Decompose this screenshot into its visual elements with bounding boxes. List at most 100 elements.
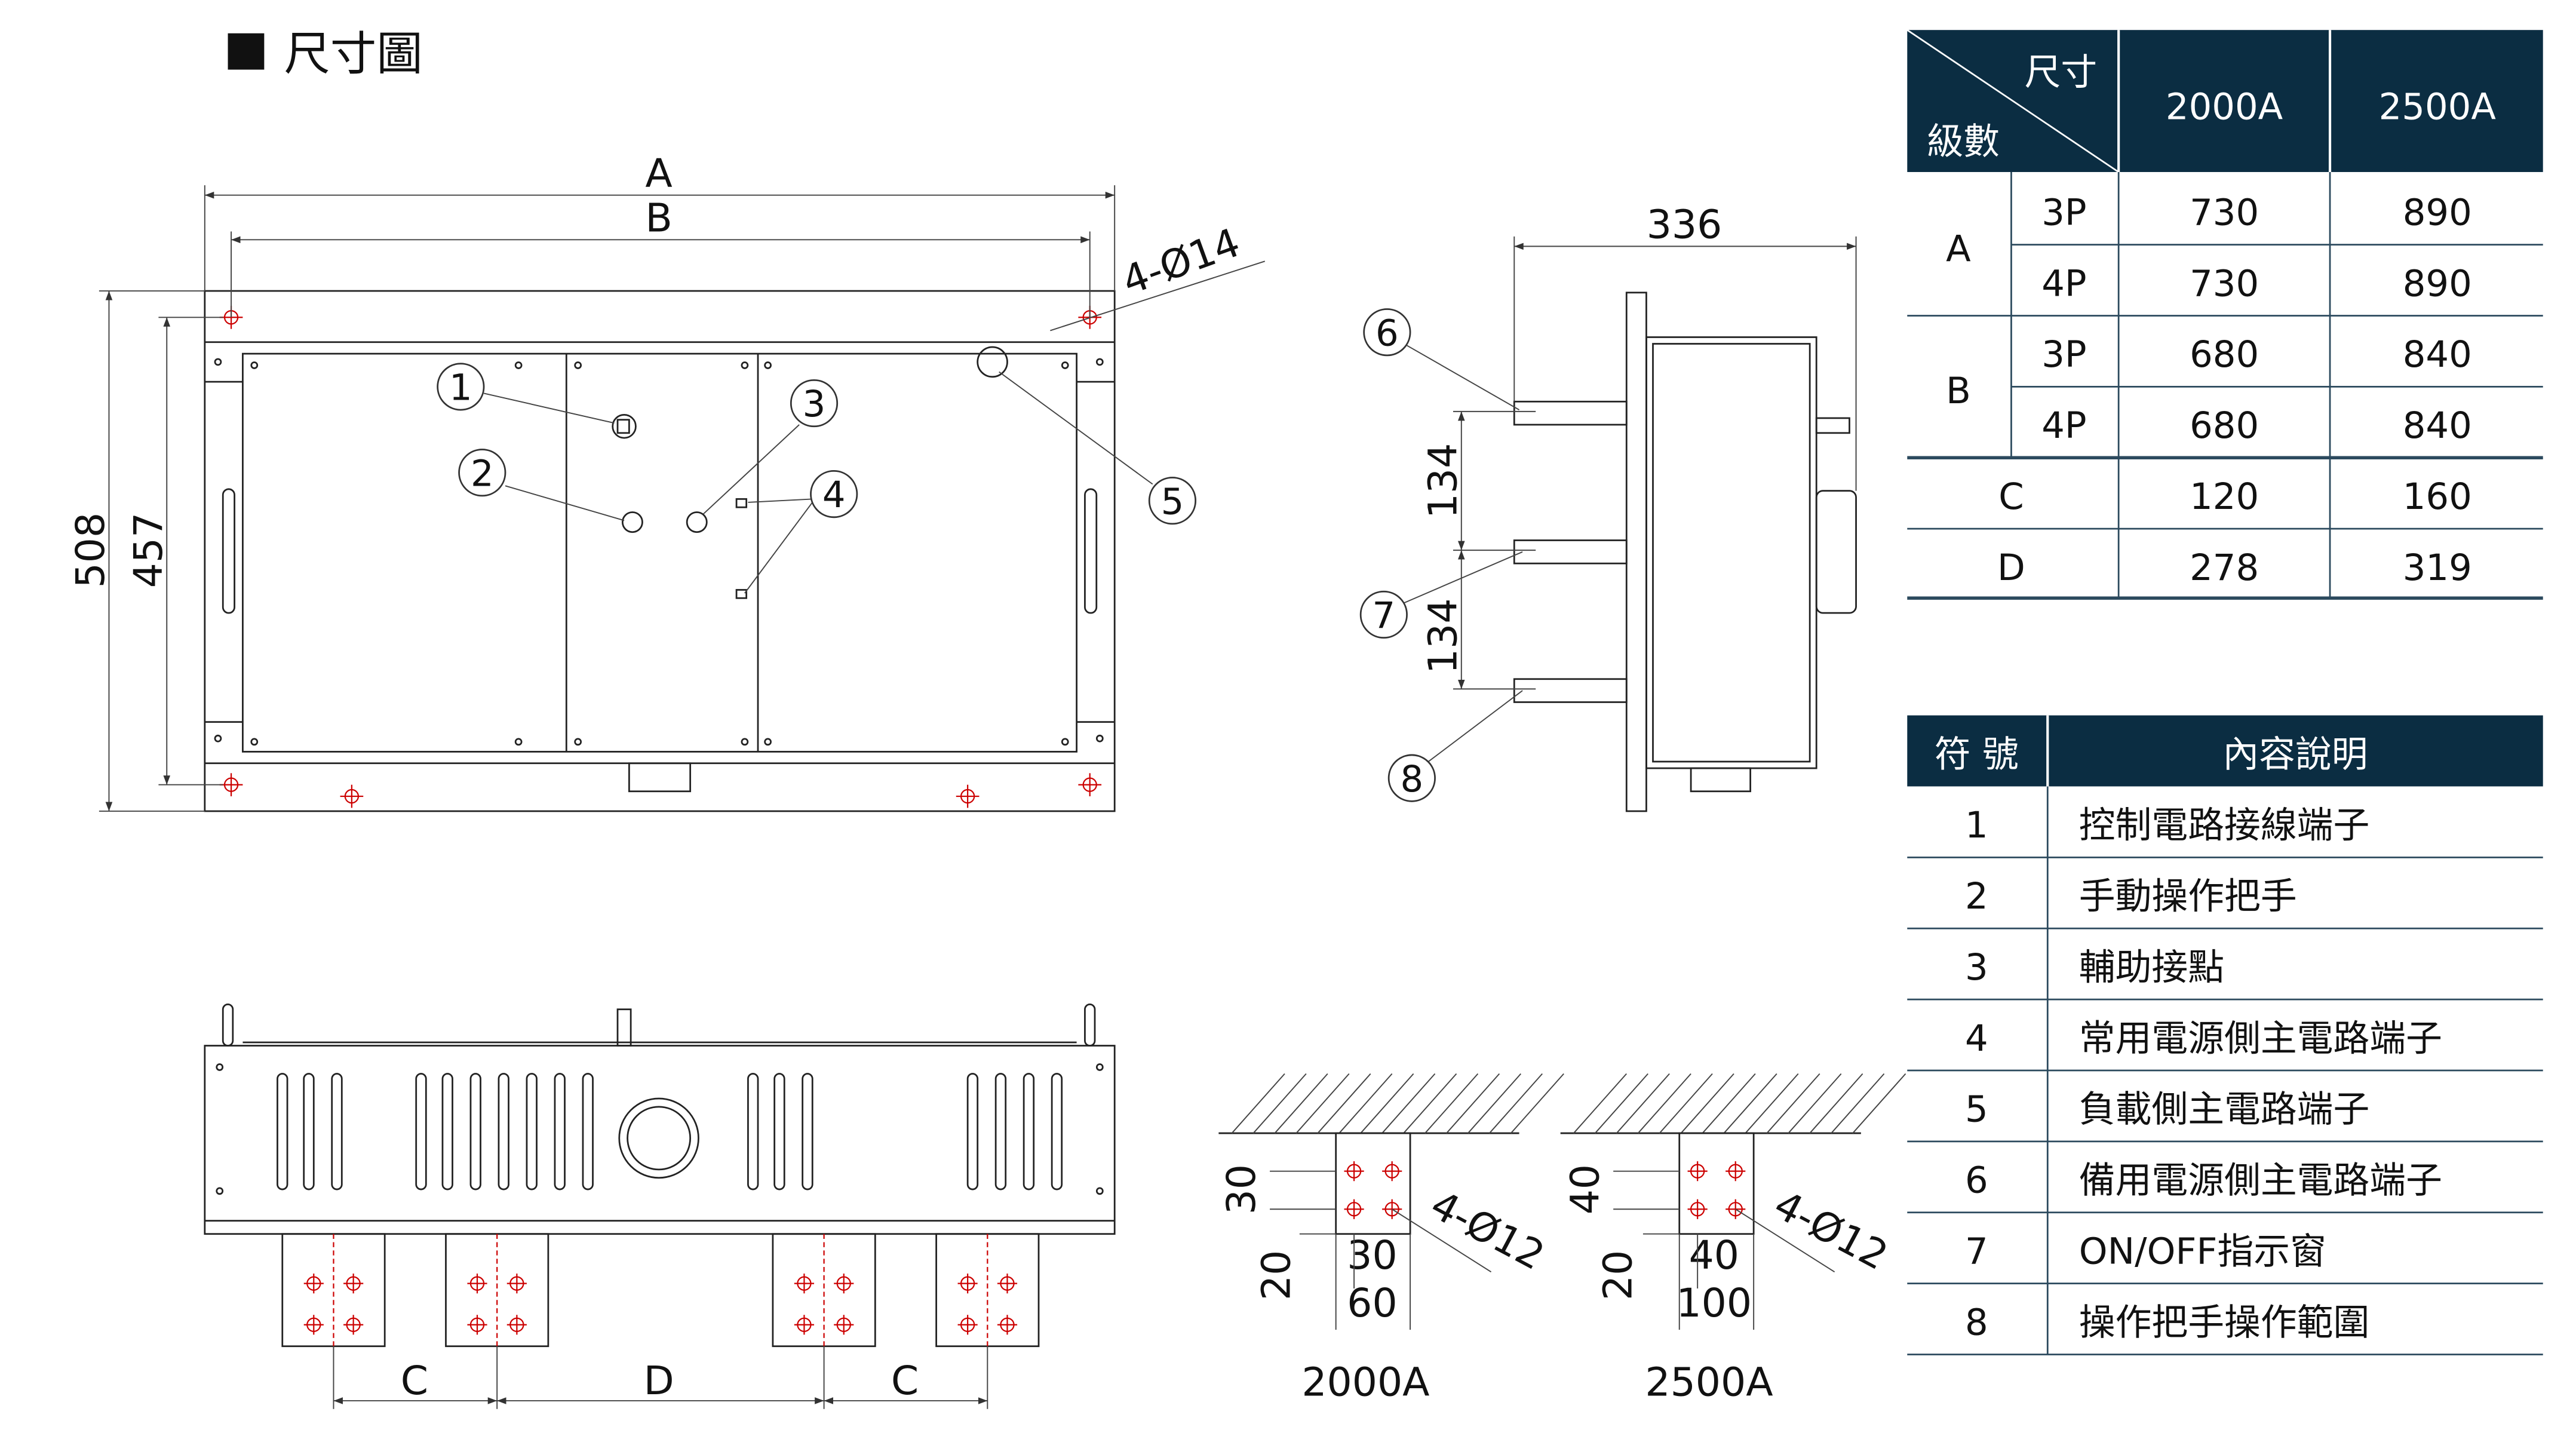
screw-hole [514, 738, 523, 746]
legend-description: 備用電源側主電路端子 [2079, 1160, 2442, 1202]
height-inner-label: 457 [125, 513, 171, 588]
callout-8: 8 [1401, 759, 1424, 800]
vent-slot [747, 1073, 759, 1191]
dim-b-label: B [645, 195, 673, 241]
title-square-icon [228, 33, 265, 70]
table-cell: 160 [2403, 476, 2472, 518]
row-poles: 3P [2041, 192, 2086, 234]
busbar-terminal [772, 1233, 876, 1348]
screw-hole [574, 361, 582, 369]
dim-c-left-label: C [401, 1357, 428, 1404]
mounting-hole-marker [1078, 773, 1102, 797]
row-group-b: B [1946, 370, 1971, 412]
front-view: A B 4-Ø14 508 457 1 2 3 4 5 [67, 150, 1266, 812]
vent-slot [415, 1073, 427, 1191]
callout-7: 7 [1373, 595, 1396, 637]
vent-slot [994, 1073, 1007, 1191]
mounting-hole-marker [340, 784, 364, 808]
column-header: 2500A [2379, 87, 2497, 128]
screw-hole [764, 738, 772, 746]
vent-slot [331, 1073, 343, 1191]
header-corner-bottom: 級數 [1927, 121, 2000, 163]
legend-description: 常用電源側主電路端子 [2079, 1018, 2442, 1060]
vent-slot [1051, 1073, 1063, 1191]
busbar-terminal [935, 1233, 1040, 1348]
table-cell: 840 [2403, 405, 2472, 447]
screw-hole [250, 361, 259, 369]
screw-hole [1095, 358, 1104, 366]
terminal-h1: 30 [1347, 1232, 1397, 1278]
vent-slot [277, 1073, 288, 1191]
table-cell: 730 [2190, 263, 2259, 305]
legend-symbol: 1 [1965, 805, 1988, 846]
legend-description: 輔助接點 [2079, 947, 2224, 989]
row-group-c: C [1998, 476, 2024, 518]
callout-4: 4 [822, 474, 846, 516]
screw-hole [1061, 361, 1069, 369]
screw-hole [1061, 738, 1069, 746]
spacing-label-2: 134 [1420, 599, 1466, 674]
vent-slot [966, 1073, 979, 1191]
legend-symbol: 5 [1965, 1089, 1988, 1131]
legend-description: 手動操作把手 [2079, 876, 2297, 918]
handle-slot [1084, 488, 1098, 614]
handle-slot [222, 488, 235, 614]
legend-row: 7 ON/OFF指示窗 [1965, 1231, 2326, 1272]
header-corner-top: 尺寸 [2025, 51, 2098, 93]
terminal-holes: 4-Ø12 [1767, 1181, 1896, 1279]
screw-hole [574, 738, 582, 746]
table-cell: 680 [2190, 334, 2259, 376]
terminal-v1: 40 [1561, 1164, 1608, 1214]
legend-description: 控制電路接線端子 [2079, 805, 2370, 846]
legend-symbol: 3 [1965, 947, 1988, 989]
busbar-terminal [445, 1233, 549, 1348]
screw-hole [741, 361, 749, 369]
vent-slot [773, 1073, 785, 1191]
table-cell: 840 [2403, 334, 2472, 376]
row-group-d: D [1997, 547, 2025, 589]
dim-a-label: A [645, 150, 672, 197]
table-cell: 120 [2190, 476, 2259, 518]
callout-3: 3 [803, 383, 826, 425]
legend-description: 操作把手操作範圍 [2079, 1302, 2370, 1343]
legend-header-description: 內容說明 [2222, 734, 2368, 775]
screw-hole [250, 738, 259, 746]
legend-row: 2 手動操作把手 [1965, 876, 2297, 918]
legend-row: 4 常用電源側主電路端子 [1965, 1018, 2442, 1060]
screw-hole [741, 738, 749, 746]
table-cell: 730 [2190, 192, 2259, 234]
terminal-v2: 20 [1252, 1250, 1299, 1300]
terminal-h2: 100 [1676, 1280, 1752, 1326]
mounting-hole-marker [956, 784, 980, 808]
vent-slot [554, 1073, 566, 1191]
screw-hole [764, 361, 772, 369]
legend-symbol: 7 [1965, 1231, 1988, 1272]
terminal-h1: 40 [1689, 1232, 1739, 1278]
height-outer-label: 508 [67, 513, 113, 588]
table-cell: 319 [2403, 547, 2472, 589]
screw-hole [514, 361, 523, 369]
row-poles: 4P [2041, 263, 2086, 305]
depth-label: 336 [1647, 201, 1723, 248]
spacing-label-1: 134 [1420, 443, 1466, 519]
column-header: 2000A [2166, 87, 2283, 128]
legend-row: 3 輔助接點 [1965, 947, 2224, 989]
legend-description: ON/OFF指示窗 [2079, 1231, 2326, 1272]
table-cell: 680 [2190, 405, 2259, 447]
terminal-label: 2500A [1645, 1359, 1773, 1406]
legend-symbol: 2 [1965, 876, 1988, 918]
legend-symbol: 4 [1965, 1018, 1988, 1060]
callout-5: 5 [1161, 481, 1184, 523]
screw-hole [214, 734, 222, 742]
vent-slot [441, 1073, 453, 1191]
vent-slot [469, 1073, 481, 1191]
legend-header-symbol: 符 號 [1935, 734, 2019, 775]
table-cell: 890 [2403, 192, 2472, 234]
legend-row: 1 控制電路接線端子 [1965, 805, 2369, 846]
busbar-terminal [281, 1233, 386, 1348]
table-cell: 890 [2403, 263, 2472, 305]
